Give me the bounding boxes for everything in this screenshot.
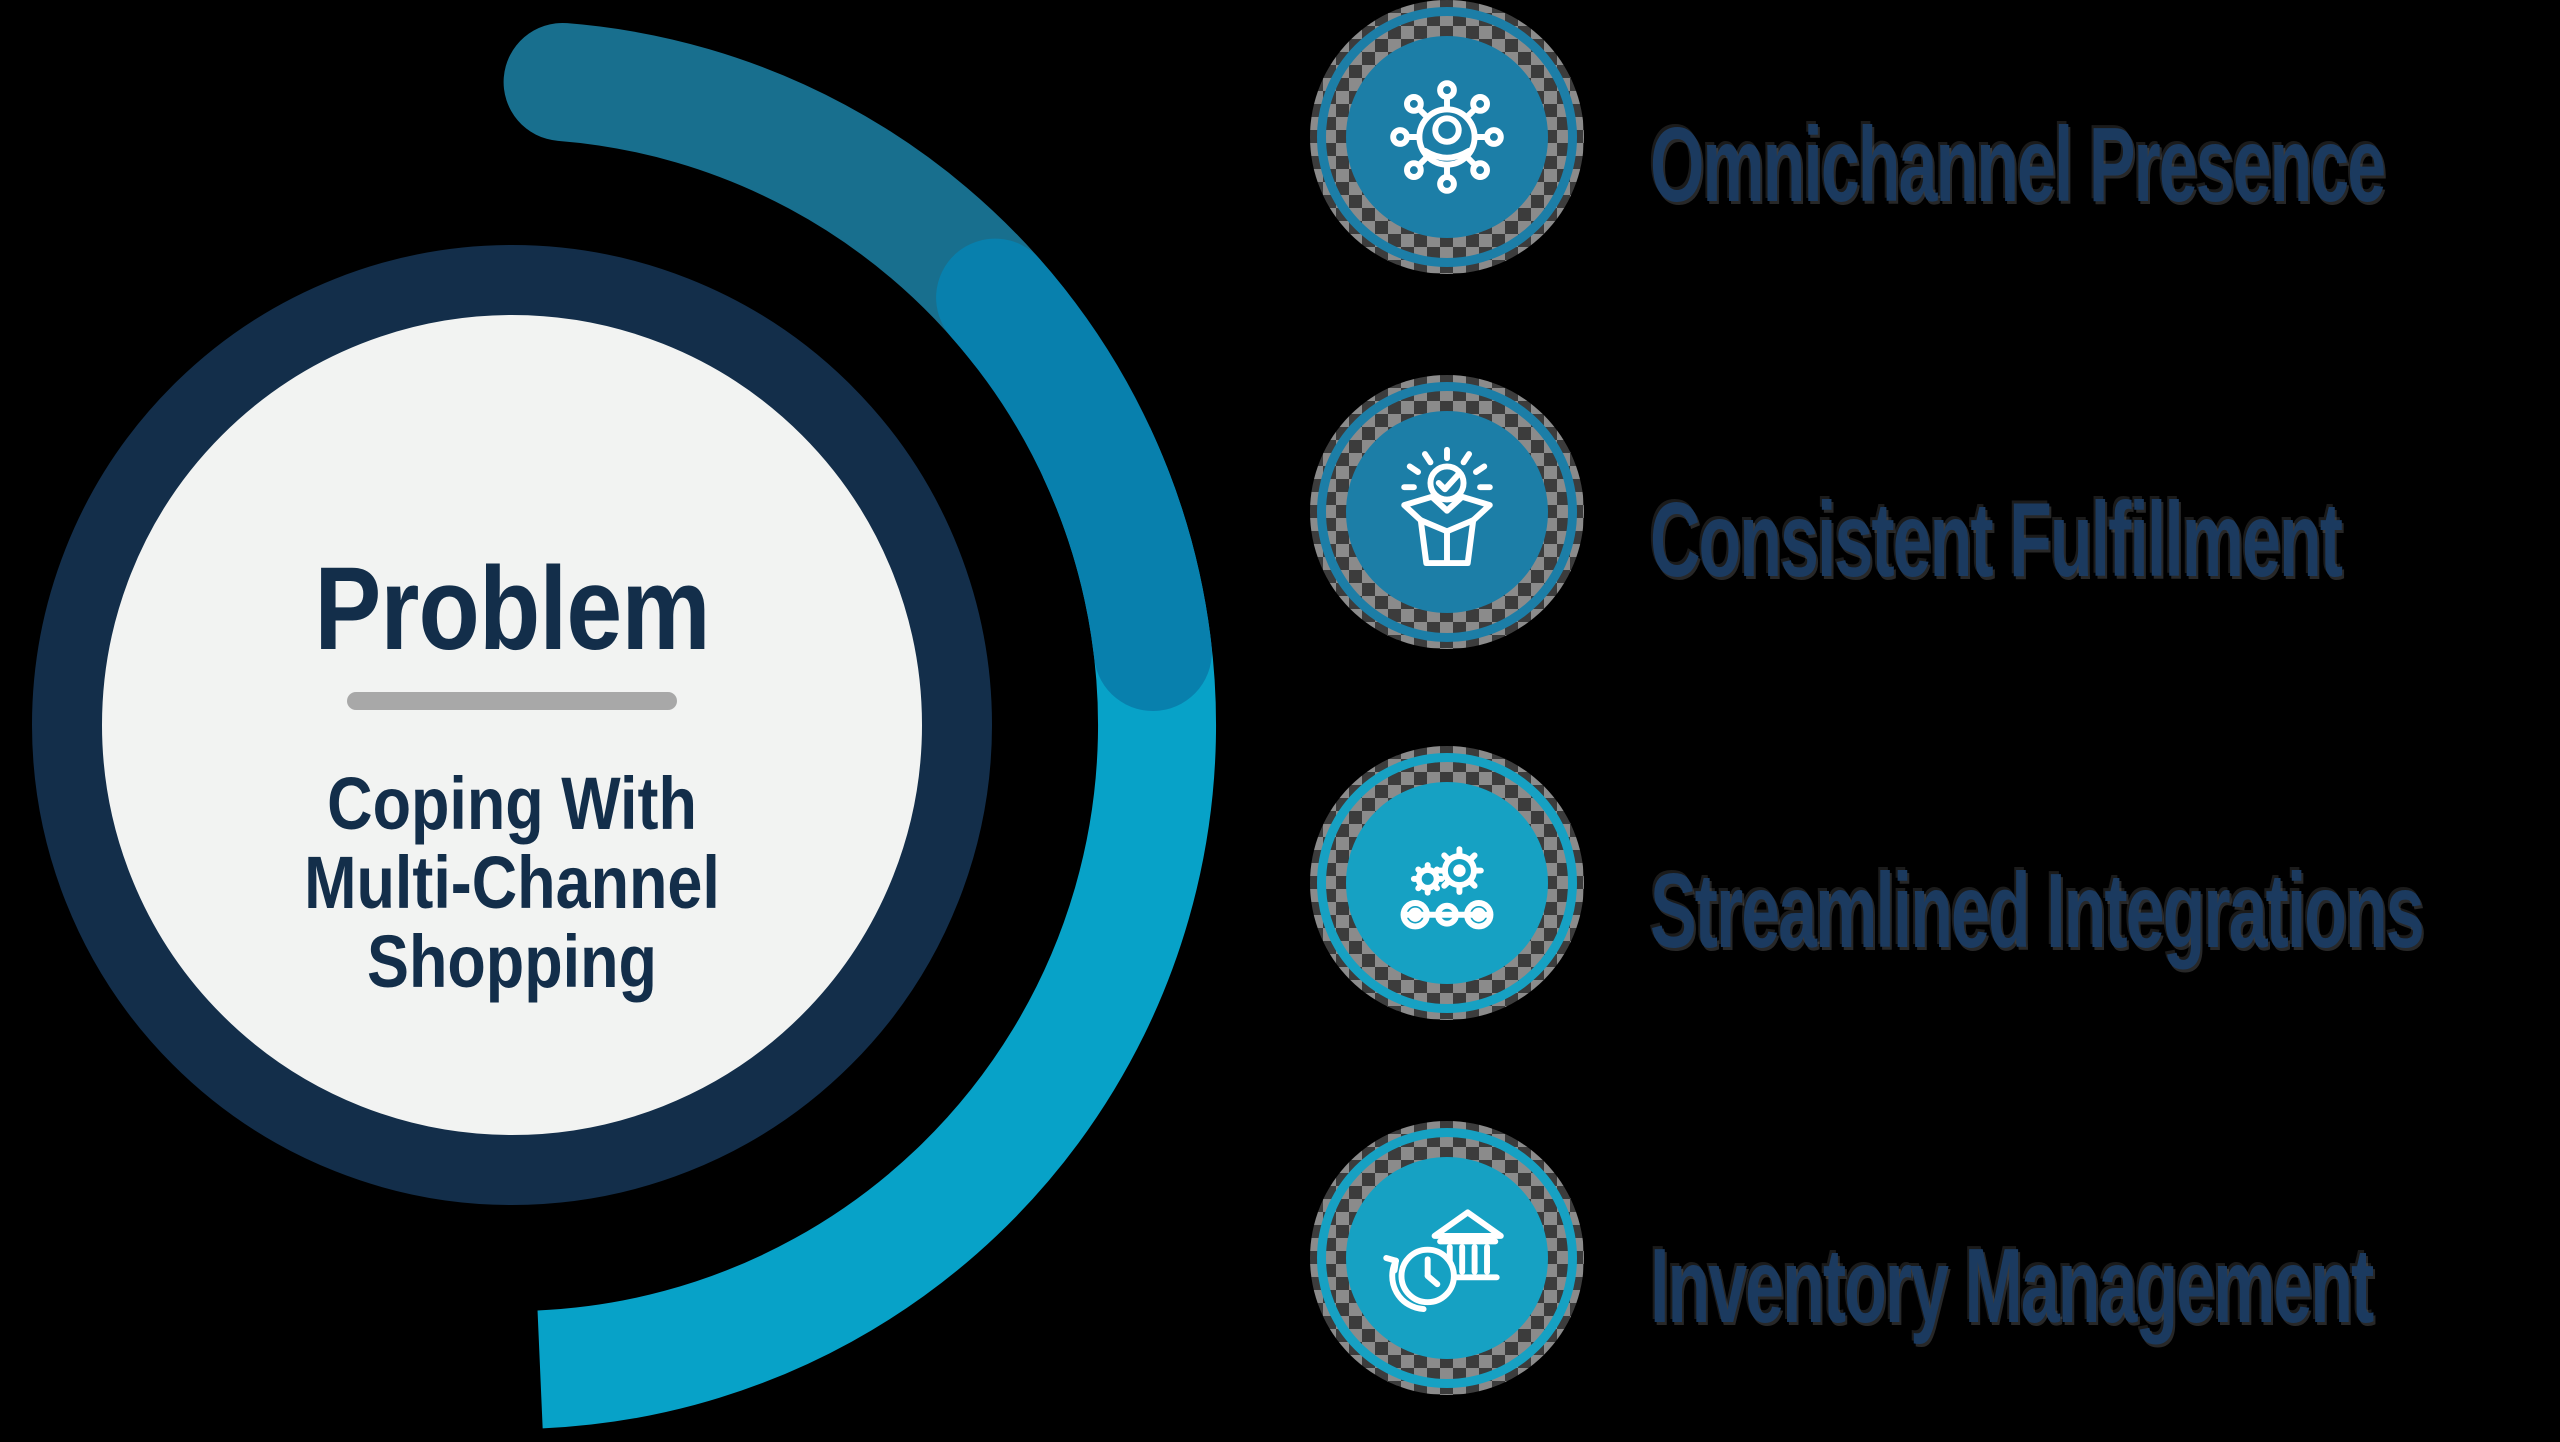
arc-segment-mid (936, 238, 1212, 711)
fulfillment-box-check-icon (1401, 446, 1493, 567)
subtitle-line: Coping With (327, 762, 697, 845)
inventory-bank-clock-icon (1383, 1209, 1504, 1313)
title-divider (347, 692, 677, 710)
integrations-gears-icon (1400, 846, 1494, 930)
inventory-icon-badge (1310, 1121, 1584, 1395)
list-item: Streamlined Integrations (1310, 746, 2560, 1020)
item-label: Omnichannel Presence (1650, 105, 2386, 224)
icon-outer-ring (1317, 382, 1577, 642)
problem-circle: Problem Coping With Multi-Channel Shoppi… (32, 245, 992, 1205)
item-label: Streamlined Integrations (1650, 851, 2425, 970)
omnichannel-icon-badge (1310, 0, 1584, 274)
icon-circle (1346, 1157, 1548, 1359)
list-item: Omnichannel Presence (1310, 0, 2560, 274)
subtitle-line: Shopping (367, 920, 657, 1003)
integrations-icon-badge (1310, 746, 1584, 1020)
icon-circle (1346, 411, 1548, 613)
icon-circle (1346, 782, 1548, 984)
list-item: Inventory Management (1310, 1121, 2560, 1395)
icon-circle (1346, 36, 1548, 238)
omnichannel-network-icon (1390, 80, 1504, 194)
icon-outer-ring (1317, 1128, 1577, 1388)
icon-outer-ring (1317, 7, 1577, 267)
item-label: Inventory Management (1650, 1226, 2374, 1345)
item-label: Consistent Fulfillment (1650, 480, 2343, 599)
fulfillment-icon-badge (1310, 375, 1584, 649)
subtitle-line: Multi-Channel (304, 841, 720, 924)
list-item: Consistent Fulfillment (1310, 375, 2560, 649)
page-title: Problem (314, 543, 710, 675)
icon-outer-ring (1317, 753, 1577, 1013)
